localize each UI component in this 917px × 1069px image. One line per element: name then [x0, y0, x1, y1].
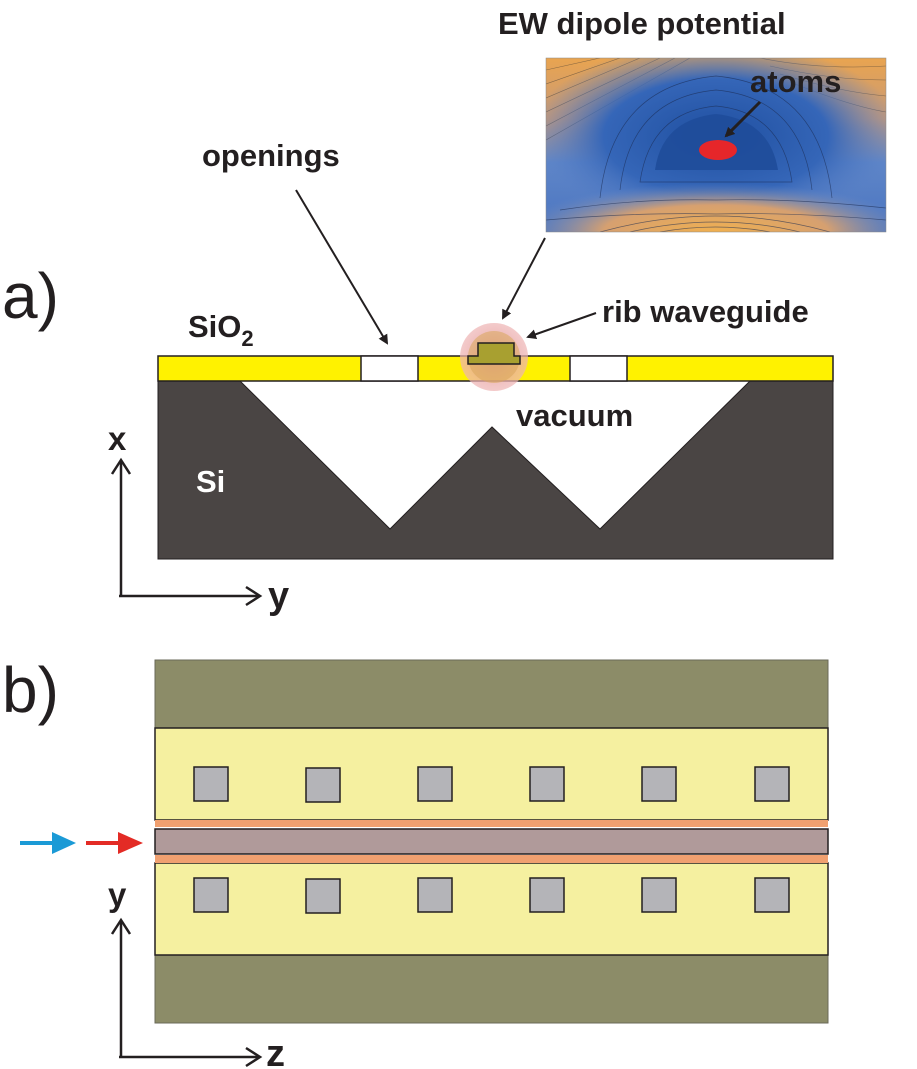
potential-inset — [546, 58, 886, 232]
axis-b-horizontal: z — [266, 1033, 285, 1069]
waveguide-core — [154, 828, 829, 855]
outer-band-top — [154, 659, 829, 729]
rib-arrow — [526, 312, 597, 340]
inset-title: EW dipole potential — [498, 6, 786, 41]
opening-top-5 — [641, 766, 677, 802]
opening-bottom-6 — [754, 877, 790, 913]
opening-left — [360, 355, 419, 382]
outer-band-bottom — [154, 954, 829, 1024]
openings-label: openings — [202, 138, 340, 173]
opening-bottom-4 — [529, 877, 565, 913]
axis-a-horizontal: y — [268, 575, 289, 617]
sio2-label: SiO2 — [188, 309, 254, 351]
opening-bottom-2 — [305, 878, 341, 914]
opening-top-4 — [529, 766, 565, 802]
rib-waveguide-label: rib waveguide — [602, 294, 809, 329]
openings-arrow — [295, 189, 389, 345]
cladding-edge-bottom — [155, 855, 828, 863]
axes-b — [110, 917, 263, 1068]
red-input-arrow-icon — [86, 832, 143, 854]
axis-a-vertical: x — [108, 420, 127, 457]
si-substrate — [157, 380, 834, 560]
axes-a — [110, 457, 263, 607]
si-label: Si — [196, 464, 225, 499]
inset-pointer-arrow — [502, 237, 546, 320]
opening-right — [569, 355, 628, 382]
inner-band-top — [154, 727, 829, 821]
opening-bottom-5 — [641, 877, 677, 913]
panel-a-label: a) — [2, 260, 59, 332]
opening-top-3 — [417, 766, 453, 802]
opening-top-6 — [754, 766, 790, 802]
axis-b-vertical: y — [108, 876, 127, 913]
opening-top-1 — [193, 766, 229, 802]
opening-bottom-1 — [193, 877, 229, 913]
opening-top-2 — [305, 767, 341, 803]
blue-input-arrow-icon — [20, 832, 76, 854]
cladding-edge-top — [155, 820, 828, 827]
vacuum-label: vacuum — [516, 398, 633, 433]
rib-waveguide — [467, 342, 521, 365]
atoms-arrow — [724, 100, 762, 138]
panel-b-label: b) — [2, 654, 59, 726]
opening-bottom-3 — [417, 877, 453, 913]
top-view — [154, 659, 829, 1024]
atoms-label: atoms — [750, 64, 841, 99]
atoms-spot — [699, 140, 737, 160]
inner-band-bottom — [154, 862, 829, 956]
